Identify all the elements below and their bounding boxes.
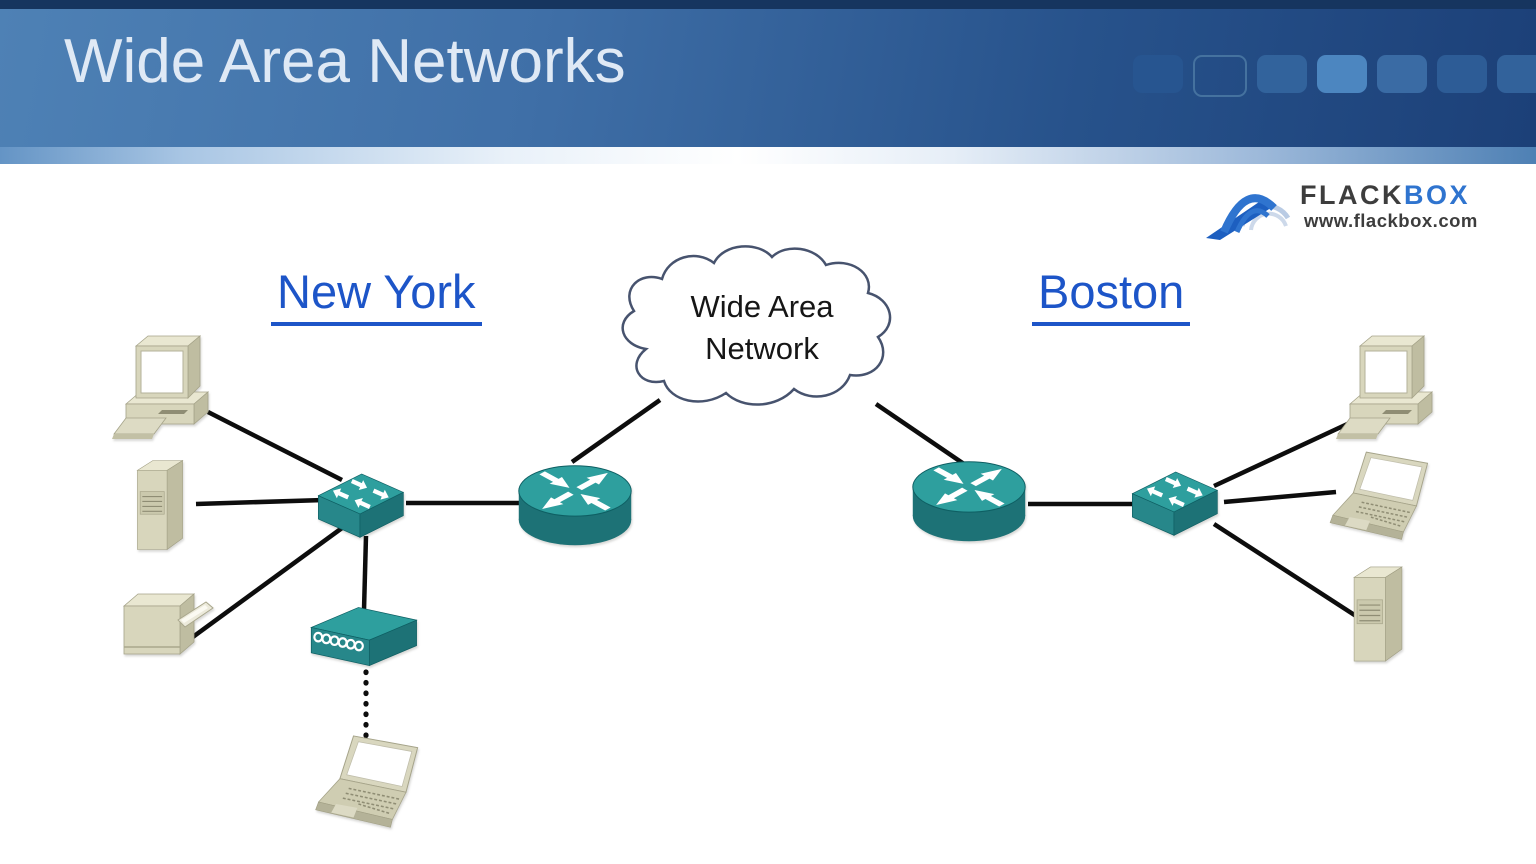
connection-ny-server-to-ny-switch [195,497,325,507]
connection-bos-switch-to-bos-pc [1213,417,1357,489]
device-bos-server [1338,558,1418,670]
progress-square [1133,55,1183,93]
connection-bos-switch-to-bos-laptop [1223,489,1337,505]
logo-url: www.flackbox.com [1304,210,1478,231]
wan-cloud-label-line2: Network [705,331,819,366]
connection-ny-router-to-wan-cloud [570,398,662,464]
pc-icon [112,335,209,440]
switch-icon [1131,471,1218,536]
logo-brand-second: BOX [1403,180,1470,210]
wan-cloud-label-line1: Wide Area [690,289,834,324]
router-icon [912,461,1026,542]
hub-icon [310,606,418,667]
device-ny-hub [304,600,422,673]
device-ny-laptop [303,734,439,836]
connection-ny-pc-to-ny-switch [206,409,344,483]
router-icon [518,465,632,546]
device-bos-router [906,452,1032,549]
wan-cloud-icon [621,245,892,406]
logo-brand-first: FLACK [1300,180,1404,210]
site-label-new-york: New York [271,264,482,326]
device-ny-printer [118,586,218,664]
flackbox-logo: FLACKBOX www.flackbox.com [1200,172,1500,242]
progress-square [1437,55,1487,93]
server-icon [1353,566,1403,662]
progress-square [1377,55,1427,93]
wan-cloud-label: Wide Area Network [622,286,902,370]
progress-square [1317,55,1367,93]
device-bos-pc [1336,332,1436,442]
page-title: Wide Area Networks [64,27,626,96]
device-ny-router [512,456,638,553]
laptop-icon [314,735,419,829]
connection-ny-printer-to-ny-switch [184,526,344,644]
device-ny-server [122,452,198,558]
device-ny-pc [112,332,212,442]
switch-icon [317,473,404,538]
connection-bos-switch-to-bos-server [1212,522,1358,618]
pc-icon [1336,335,1433,440]
header-shine-strip [0,147,1536,164]
header-top-strip [0,0,1536,9]
bridge-icon [1206,194,1291,240]
laptop-icon [1329,451,1429,541]
logo-wordmark: FLACKBOX [1300,180,1470,211]
connection-wan-cloud-to-bos-router [874,402,966,466]
progress-squares [1133,55,1536,97]
device-bos-switch [1124,460,1224,544]
server-icon [136,459,184,551]
connection-ny-switch-to-ny-hub [361,535,369,611]
progress-square [1193,55,1247,97]
progress-square [1497,55,1536,93]
device-bos-laptop [1318,450,1448,548]
progress-square [1257,55,1307,93]
printer-icon [123,593,214,655]
device-ny-switch [310,462,410,546]
site-label-boston: Boston [1032,264,1191,326]
